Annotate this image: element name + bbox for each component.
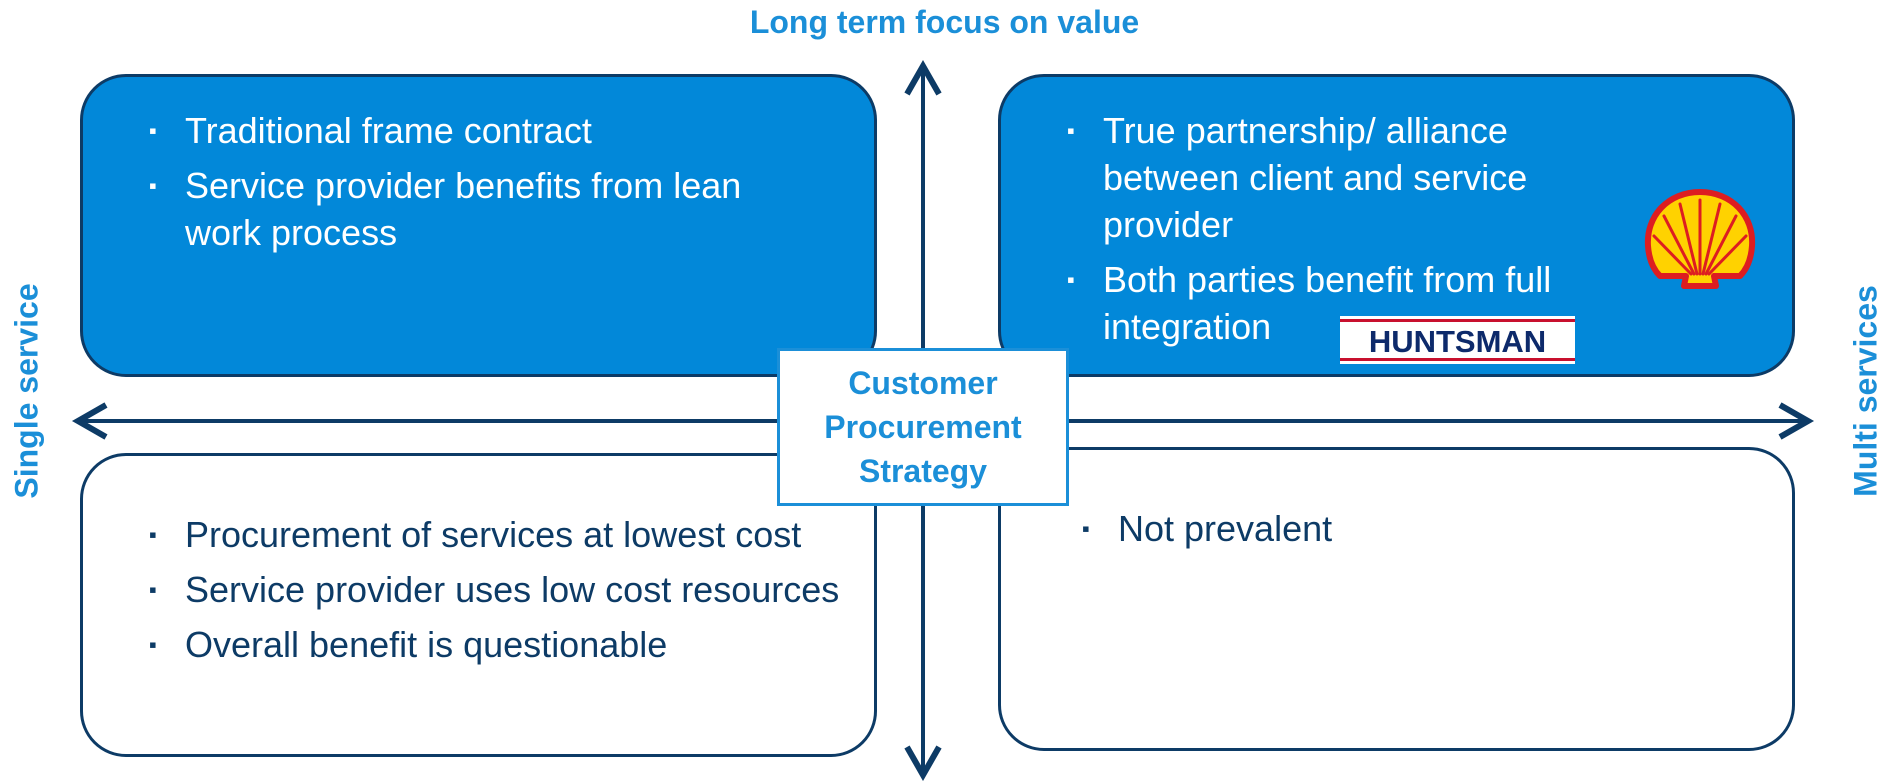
bullet-item: ▪ True partnership/ alliance between clie… (1061, 107, 1621, 248)
center-label: Customer Procurement Strategy (824, 365, 1022, 489)
bullet-list: ▪ Not prevalent (1076, 505, 1676, 560)
bullet-text: Both parties benefit from full integrati… (1103, 259, 1552, 347)
bullet-list: ▪ Traditional frame contract ▪ Service pro… (143, 107, 823, 264)
shell-logo (1644, 189, 1756, 289)
bullet-marker: ▪ (149, 118, 157, 143)
bullet-item: ▪ Not prevalent (1076, 505, 1676, 552)
bullet-list: ▪ True partnership/ alliance between clie… (1061, 107, 1621, 358)
bullet-text: Procurement of services at lowest cost (185, 514, 802, 555)
bullet-marker: ▪ (1082, 516, 1090, 541)
bullet-marker: ▪ (1067, 267, 1075, 292)
bullet-marker: ▪ (149, 577, 157, 602)
bullet-marker: ▪ (149, 173, 157, 198)
bullet-list: ▪Procurement of services at lowest cost … (143, 511, 863, 676)
bullet-item: ▪ Traditional frame contract (143, 107, 823, 154)
bullet-text: True partnership/ alliance between clien… (1103, 110, 1528, 245)
bullet-text: Not prevalent (1118, 508, 1333, 549)
bullet-item: ▪ Service provider uses low cost resource… (143, 566, 863, 613)
svg-text:HUNTSMAN: HUNTSMAN (1369, 324, 1546, 359)
bullet-item: ▪ Service provider benefits from lean wor… (143, 162, 823, 256)
quadrant-bottom-right: ▪ Not prevalent (998, 447, 1795, 751)
quadrant-bottom-left: ▪Procurement of services at lowest cost … (80, 453, 877, 757)
bullet-item: ▪ Both parties benefit from full integrat… (1061, 256, 1621, 350)
bullet-text: Service provider benefits from lean work… (185, 165, 742, 253)
bullet-marker: ▪ (149, 632, 157, 657)
bullet-text: Service provider uses low cost resources (185, 569, 840, 610)
bullet-text: Traditional frame contract (185, 110, 592, 151)
bullet-text: Overall benefit is questionable (185, 624, 668, 665)
huntsman-logo: HUNTSMAN (1340, 316, 1575, 364)
center-label-box: Customer Procurement Strategy (777, 348, 1069, 506)
bullet-marker: ▪ (149, 522, 157, 547)
bullet-item: ▪ Overall benefit is questionable (143, 621, 863, 668)
axis-label-top: Long term focus on value (749, 4, 1140, 40)
quadrant-top-left: ▪ Traditional frame contract ▪ Service pro… (80, 74, 877, 377)
bullet-item: ▪ Procurement of services at lowest cost (143, 511, 863, 558)
bullet-marker: ▪ (1067, 118, 1075, 143)
